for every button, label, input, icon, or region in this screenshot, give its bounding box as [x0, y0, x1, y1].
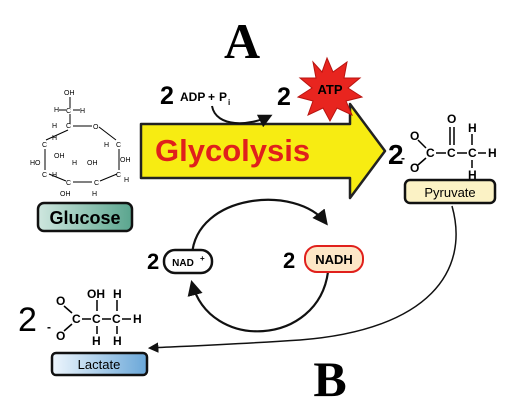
glycolysis-label: Glycolysis [155, 133, 310, 168]
adp-coefficient: 2 [160, 82, 174, 110]
svg-text:H: H [104, 142, 109, 149]
svg-text:C: C [92, 312, 101, 326]
svg-text:C: C [468, 146, 477, 160]
nadh-box [304, 245, 364, 273]
svg-text:H: H [80, 108, 85, 115]
glucose-structure: OH H C H H C O C H OH HO C H C H OH C OH… [30, 90, 131, 198]
svg-text:O: O [56, 294, 65, 308]
svg-text:OH: OH [120, 157, 131, 164]
pi-subscript: i [228, 98, 230, 107]
nad-box [162, 248, 214, 275]
cycle-arrow-top [190, 198, 328, 256]
nadh-label: NADH [315, 252, 353, 267]
lactate-label: Lactate [78, 357, 121, 372]
pyruvate-coefficient: 2 [388, 139, 404, 170]
svg-text:C: C [426, 146, 435, 160]
svg-text:O: O [56, 329, 65, 343]
svg-text:H: H [488, 146, 497, 160]
svg-text:O: O [93, 124, 99, 131]
svg-text:C: C [66, 180, 71, 187]
svg-text:C: C [94, 180, 99, 187]
svg-text:C: C [66, 123, 71, 130]
svg-text:-: - [401, 151, 405, 165]
svg-text:H: H [54, 107, 59, 114]
svg-text:HO: HO [30, 160, 41, 167]
svg-text:H: H [113, 334, 122, 348]
adp-to-atp-arrow [211, 105, 273, 128]
label-b: B [313, 351, 346, 407]
svg-text:O: O [447, 112, 456, 126]
lactate-coefficient: 2 [18, 301, 37, 339]
glucose-label: Glucose [49, 208, 120, 228]
pyruvate-structure: O C - O C O C H H H [401, 112, 497, 182]
nad-label: NAD [172, 258, 194, 269]
atp-burst-icon [296, 56, 364, 123]
nad-charge: + [200, 254, 205, 263]
nad-coefficient: 2 [147, 249, 159, 274]
svg-text:H: H [468, 168, 477, 182]
atp-label: ATP [317, 82, 342, 97]
svg-text:H: H [52, 135, 57, 142]
plus-sign: + [208, 90, 215, 104]
svg-text:H: H [52, 123, 57, 130]
lactate-label-box [50, 351, 149, 377]
svg-text:H: H [124, 177, 129, 184]
svg-text:C: C [66, 108, 71, 115]
svg-text:O: O [410, 161, 419, 175]
glycolysis-arrow [139, 102, 387, 200]
svg-text:C: C [447, 146, 456, 160]
svg-text:OH: OH [54, 153, 65, 160]
svg-text:OH: OH [60, 191, 71, 198]
svg-text:C: C [116, 142, 121, 149]
svg-text:H: H [92, 334, 101, 348]
svg-text:H: H [52, 172, 57, 179]
pyruvate-label-box [403, 178, 497, 205]
svg-text:OH: OH [87, 287, 105, 301]
svg-text:C: C [42, 142, 47, 149]
svg-text:H: H [113, 287, 122, 301]
pyruvate-to-lactate-arrow [147, 205, 457, 353]
svg-text:OH: OH [64, 90, 75, 97]
svg-text:H: H [133, 312, 142, 326]
pyruvate-label: Pyruvate [424, 185, 475, 200]
svg-text:C: C [42, 172, 47, 179]
glucose-label-box [36, 201, 134, 233]
svg-text:-: - [47, 320, 51, 334]
svg-text:C: C [72, 312, 81, 326]
svg-text:C: C [116, 172, 121, 179]
lactate-structure: O C - O C OH H C H H H [47, 287, 142, 348]
adp-label: ADP [180, 90, 205, 104]
svg-text:OH: OH [87, 160, 98, 167]
svg-text:H: H [72, 160, 77, 167]
svg-text:H: H [92, 191, 97, 198]
nadh-coefficient: 2 [283, 248, 295, 273]
label-a: A [224, 13, 260, 69]
atp-coefficient: 2 [277, 83, 291, 111]
svg-text:H: H [468, 121, 477, 135]
svg-text:O: O [410, 129, 419, 143]
cycle-arrow-bottom [187, 271, 330, 333]
pi-label: P [219, 90, 227, 104]
svg-text:C: C [112, 312, 121, 326]
